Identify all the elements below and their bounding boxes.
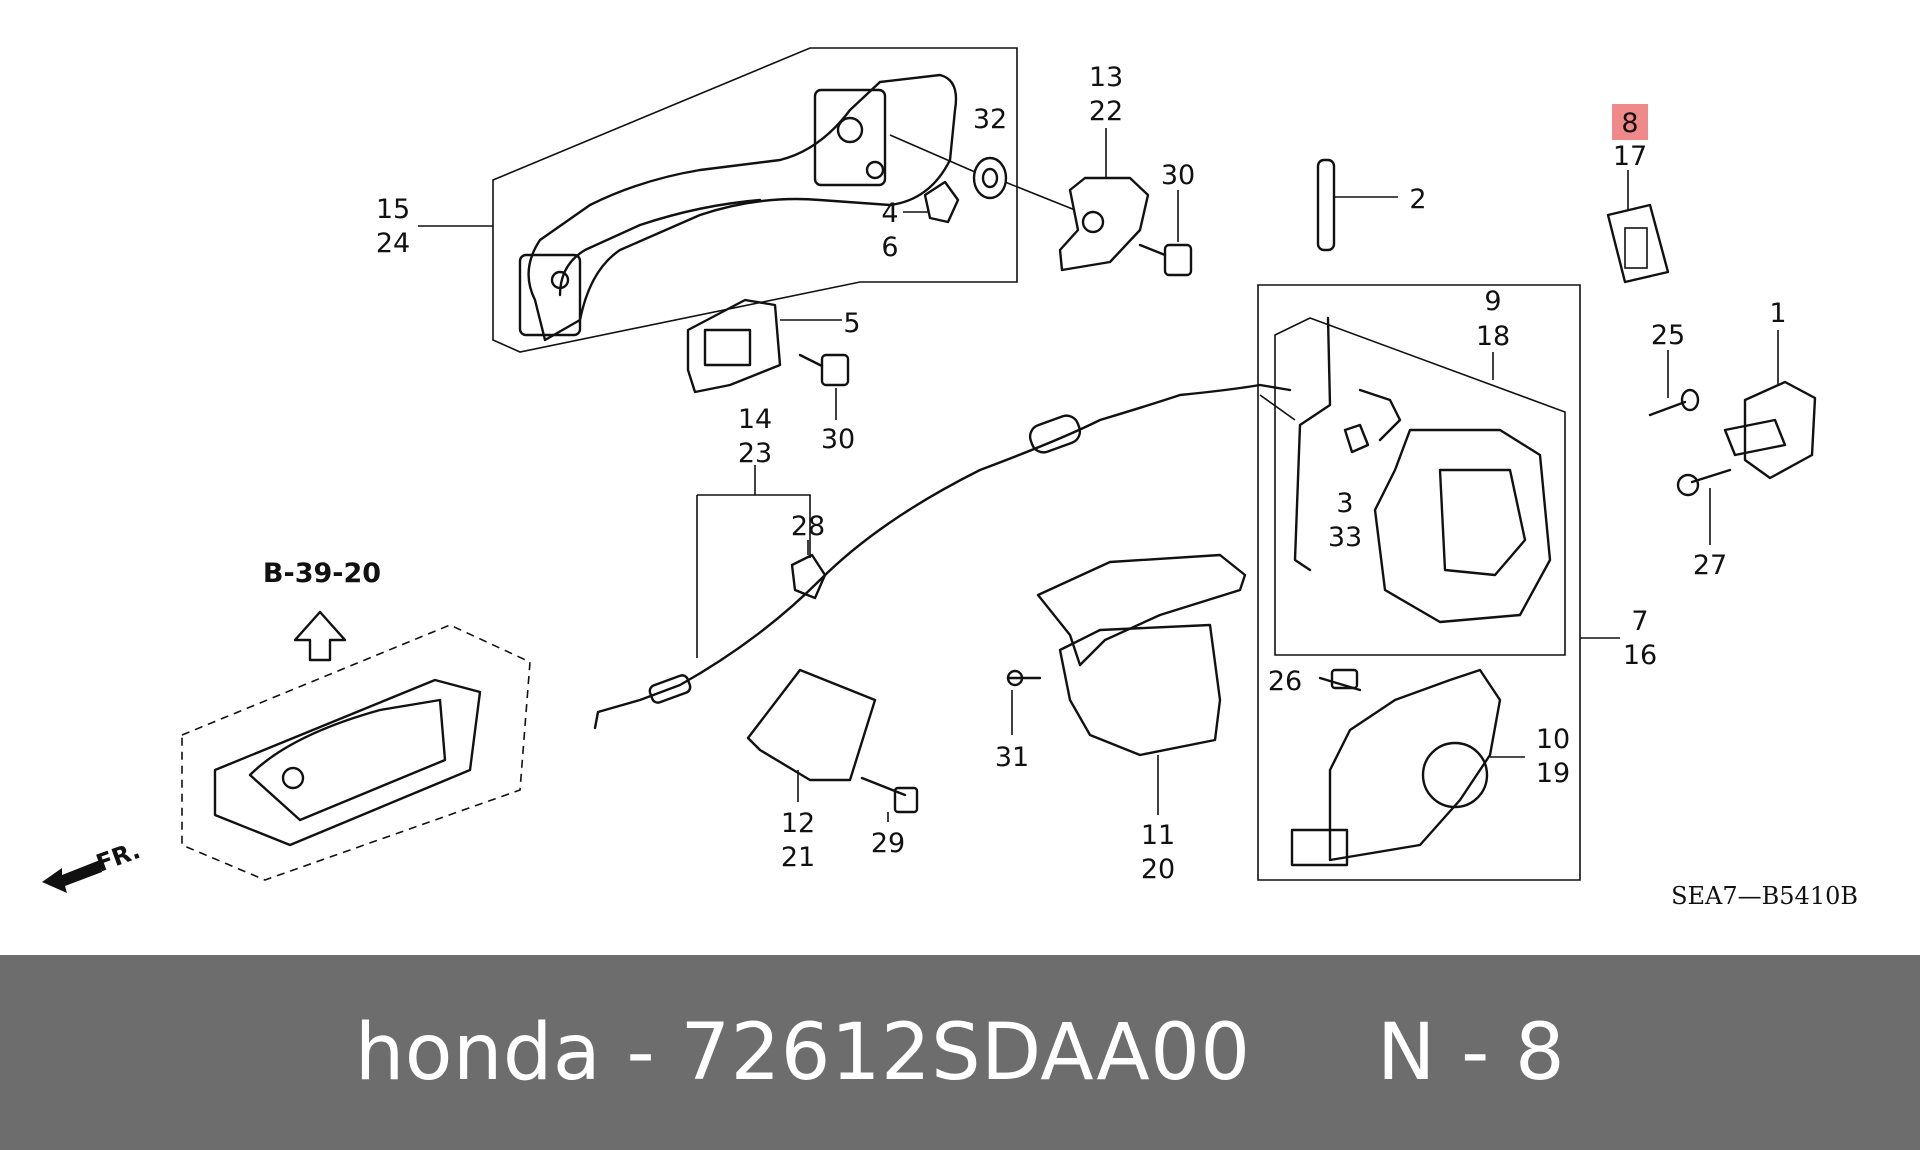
callout-28: 28 [791, 511, 825, 542]
callout-8: 8 [1621, 108, 1638, 139]
housing-11-20 [1036, 553, 1247, 815]
footer-part-number: 72612SDAA00 [680, 1007, 1251, 1098]
callout-33: 33 [1328, 522, 1362, 553]
clip-4-6 [903, 180, 960, 224]
footer-position: N - 8 [1376, 1007, 1566, 1098]
footer-bar: honda - 72612SDAA00 N - 8 [0, 955, 1920, 1150]
callout-18: 18 [1476, 321, 1510, 352]
callout-24: 24 [376, 228, 410, 259]
diagram-svg: 15 24 32 4 6 13 22 30 5 30 2 8 17 9 18 2… [42, 47, 1858, 910]
callout-22: 22 [1089, 96, 1123, 127]
callout-5: 5 [843, 308, 860, 339]
callout-4: 4 [881, 198, 898, 229]
callout-15: 15 [376, 194, 410, 225]
callout-14: 14 [738, 404, 772, 435]
callout-30-top: 30 [1161, 160, 1195, 191]
bracket-13-22 [1058, 128, 1150, 272]
callout-29: 29 [871, 828, 905, 859]
footer-gap [1250, 1008, 1376, 1098]
front-direction-label: FR. [92, 836, 143, 878]
highlight-box [1612, 104, 1648, 140]
up-arrow-icon [293, 610, 347, 662]
lock-knob-8 [1606, 170, 1670, 284]
reference-label: B-39-20 [263, 558, 381, 589]
callout-13: 13 [1089, 62, 1123, 93]
cover-12-21 [746, 668, 877, 802]
callout-26: 26 [1268, 666, 1302, 697]
callout-31: 31 [995, 742, 1029, 773]
outer-handle-group [418, 47, 1018, 353]
bolt-30-mid [798, 353, 850, 420]
front-arrow-icon [42, 860, 102, 893]
latch-assembly-group [1257, 284, 1620, 881]
bolt-30-top [1138, 190, 1193, 277]
screw-26 [1318, 668, 1362, 692]
cable-14-23 [593, 383, 1296, 730]
callout-19: 19 [1536, 758, 1570, 789]
bracket-5 [686, 298, 842, 394]
footer-separator: - [601, 1007, 681, 1098]
clip-28 [790, 540, 827, 600]
inner-handle-reference [181, 624, 531, 881]
screw-25 [1648, 350, 1700, 417]
callout-21: 21 [781, 842, 815, 873]
callout-9: 9 [1484, 286, 1501, 317]
callout-7: 7 [1631, 606, 1648, 637]
callout-27: 27 [1693, 550, 1727, 581]
callout-16: 16 [1623, 640, 1657, 671]
bolt-29 [860, 776, 919, 822]
callout-32: 32 [973, 104, 1007, 135]
callout-17: 17 [1613, 141, 1647, 172]
callout-10: 10 [1536, 724, 1570, 755]
striker-1 [1723, 330, 1817, 480]
callout-25: 25 [1651, 320, 1685, 351]
footer-caption: honda - 72612SDAA00 N - 8 [355, 1008, 1565, 1098]
callout-1: 1 [1769, 298, 1786, 329]
callout-30-mid: 30 [821, 424, 855, 455]
rod-2 [1316, 158, 1398, 252]
callout-20: 20 [1141, 854, 1175, 885]
callout-2: 2 [1409, 184, 1426, 215]
callout-6: 6 [881, 232, 898, 263]
actuator-10-19 [1290, 668, 1525, 867]
callout-12: 12 [781, 808, 815, 839]
screw-27 [1676, 468, 1732, 545]
callout-23: 23 [738, 438, 772, 469]
grommet-32 [889, 134, 1076, 211]
parts-diagram: 15 24 32 4 6 13 22 30 5 30 2 8 17 9 18 2… [42, 47, 1858, 910]
callout-3: 3 [1336, 488, 1353, 519]
footer-brand: honda [354, 1007, 602, 1098]
diagram-code: SEA7—B5410B [1671, 882, 1858, 910]
screw-31 [1006, 669, 1042, 735]
callout-11: 11 [1141, 820, 1175, 851]
